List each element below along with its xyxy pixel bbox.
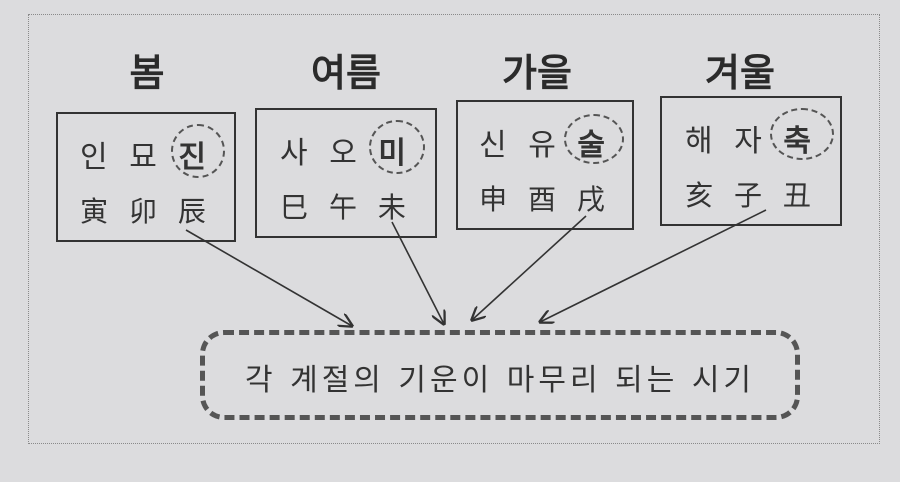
branch-hanja: 卯	[128, 195, 163, 228]
season-title-spring: 봄	[129, 51, 165, 95]
branch-hanja: 午	[328, 191, 363, 224]
branch-korean: 사	[280, 136, 314, 171]
hanja-branches-row: 巳 午 未	[257, 186, 435, 226]
hanja-branches-row: 亥 子 丑	[662, 174, 840, 214]
branch-korean: 유	[528, 128, 562, 163]
branch-hanja: 未	[377, 191, 412, 224]
dashed-circle-marker	[369, 120, 425, 174]
branch-hanja: 子	[733, 179, 768, 212]
season-title-autumn: 가을	[502, 51, 572, 95]
branch-hanja: 申	[479, 183, 514, 216]
hanja-branches-row: 寅 卯 辰	[58, 190, 234, 230]
dashed-circle-marker	[564, 114, 624, 164]
season-title-winter: 겨울	[705, 51, 775, 95]
branch-hanja: 戌	[576, 183, 611, 216]
branch-hanja: 酉	[527, 183, 562, 216]
korean-branches-row: 사 오 미	[257, 128, 435, 172]
branch-korean: 묘	[129, 140, 163, 175]
season-box-autumn: 신 유 술 申 酉 戌	[456, 100, 634, 230]
branch-hanja: 巳	[280, 191, 315, 224]
season-box-spring: 인 묘 진 寅 卯 辰	[56, 112, 236, 242]
branch-korean: 인	[80, 140, 114, 175]
branch-korean: 오	[329, 136, 363, 171]
branch-korean: 해	[685, 124, 719, 159]
dashed-circle-marker	[171, 124, 225, 178]
branch-korean: 자	[734, 124, 768, 159]
result-label: 각 계절의 기운이 마무리 되는 시기	[244, 363, 756, 398]
diagram-frame	[28, 14, 880, 444]
branch-hanja: 寅	[80, 195, 115, 228]
result-box: 각 계절의 기운이 마무리 되는 시기	[200, 330, 800, 420]
branch-hanja: 亥	[685, 179, 720, 212]
branch-korean: 신	[479, 128, 513, 163]
arrow-spring	[185, 229, 352, 326]
arrow-summer	[391, 221, 444, 324]
arrow-autumn	[472, 215, 587, 320]
branch-hanja: 丑	[782, 179, 817, 212]
season-title-summer: 여름	[311, 51, 381, 95]
dashed-circle-marker	[770, 108, 834, 160]
season-box-summer: 사 오 미 巳 午 未	[255, 108, 437, 238]
hanja-branches-row: 申 酉 戌	[458, 178, 632, 218]
season-box-winter: 해 자 축 亥 子 丑	[660, 96, 842, 226]
branch-hanja: 辰	[177, 195, 212, 228]
arrow-winter	[540, 209, 767, 322]
